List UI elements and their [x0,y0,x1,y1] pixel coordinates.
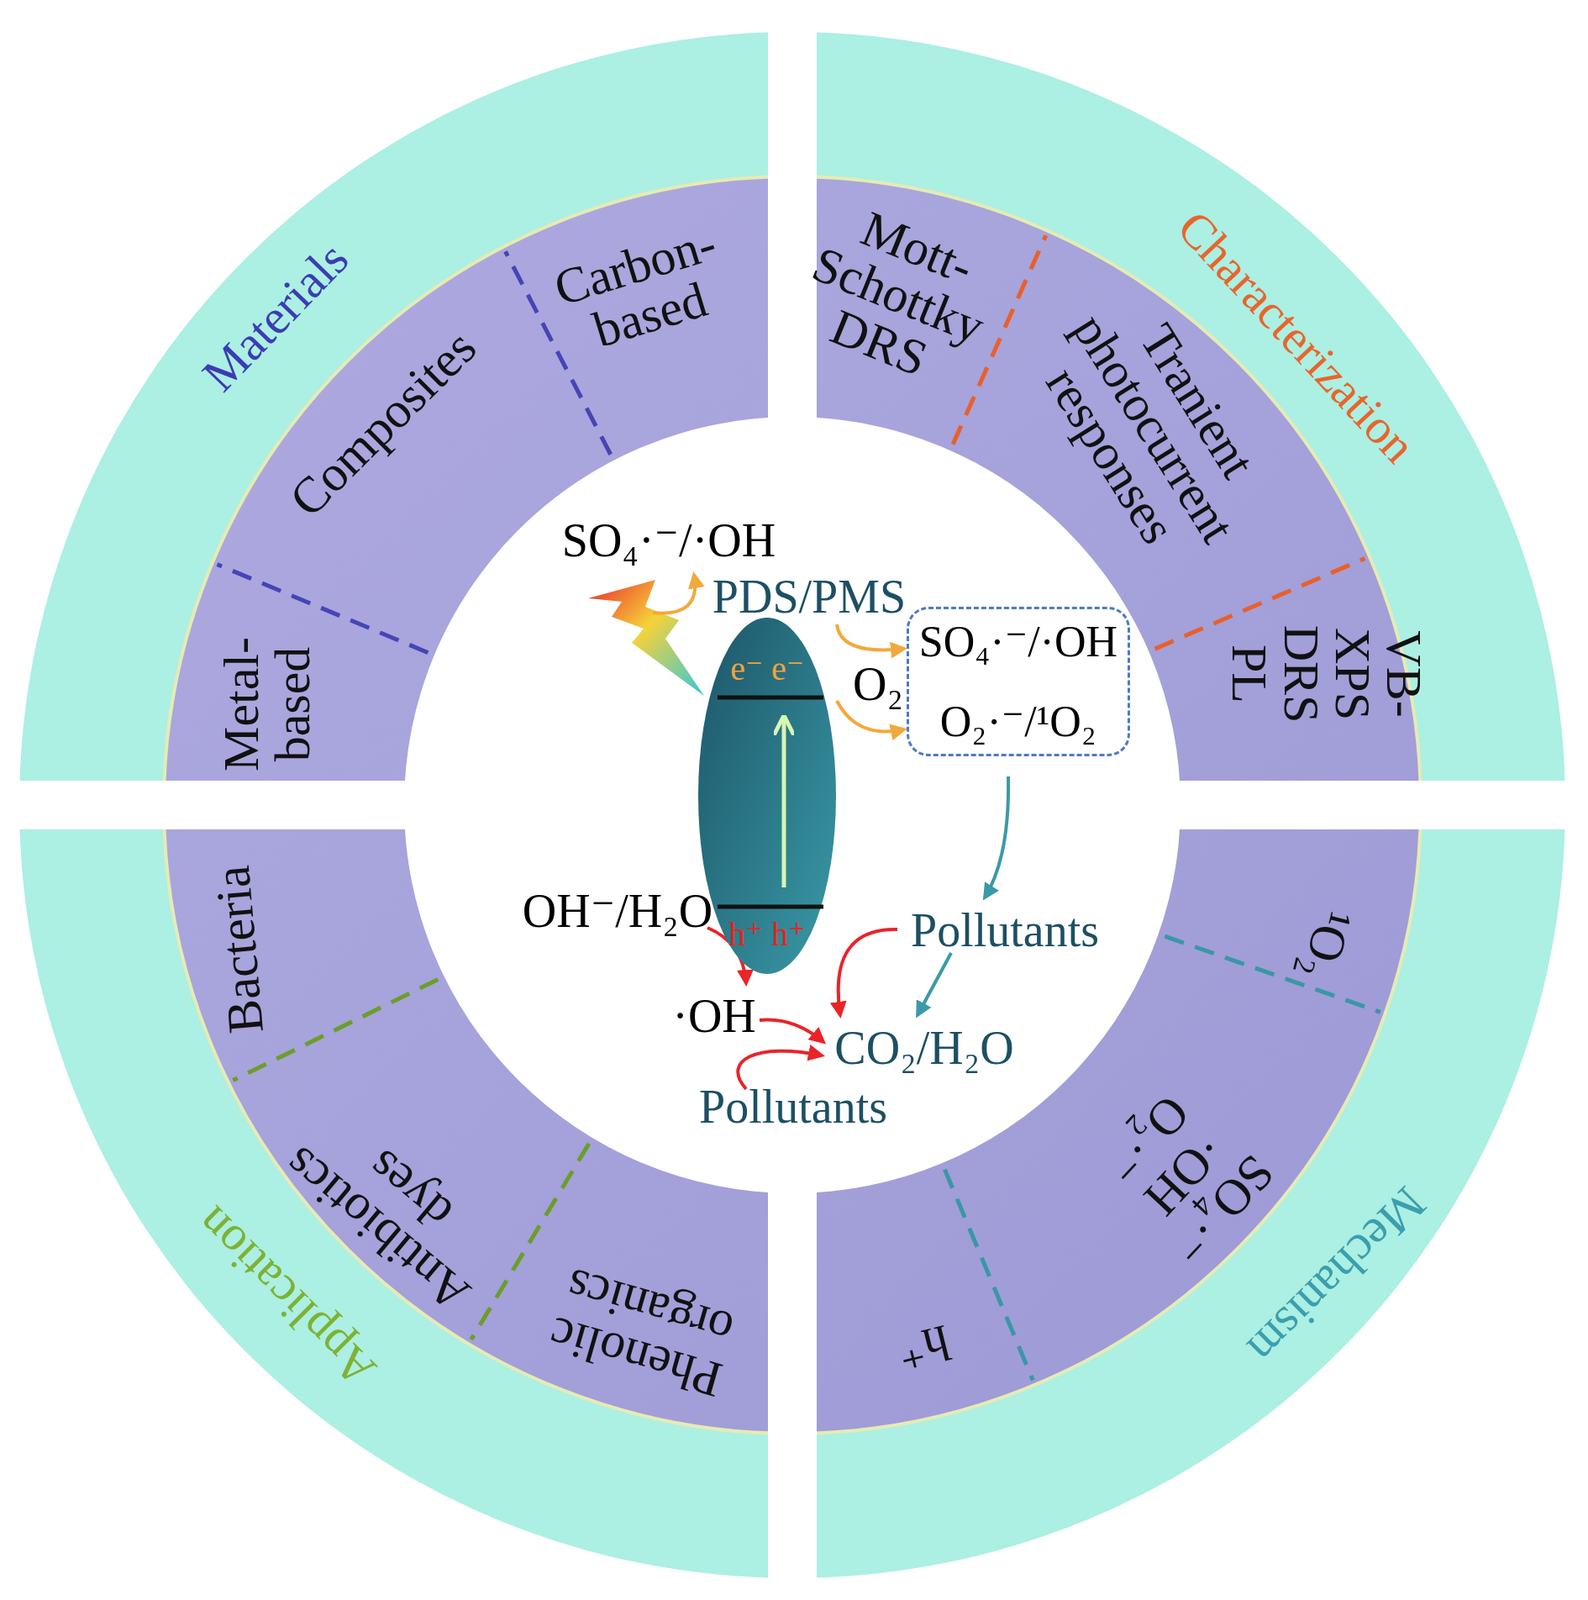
segment-text: Bacteria [206,863,273,1036]
species-label: OH⁻/H₂O [522,885,713,938]
species-text: SO₄·⁻/·OH [919,617,1118,666]
hole-label: h⁺ h⁺ [728,917,806,952]
ring-segment: SO₄·⁻ ·OH O₂·⁻ [1077,1067,1290,1279]
quadrant-label: Mechanism [1239,1177,1435,1373]
segment-text: Mott- Schottky DRS [786,190,1011,401]
segment-text: h⁺ [892,1315,956,1378]
species-text: O₂·⁻/¹O₂ [940,697,1097,746]
ring-segment: Composites [273,314,494,534]
quadrant-band: Materials Carbon- basedCompositesMetal- b… [0,0,768,781]
species-label: PDS/PMS [712,571,906,624]
ring-segment: Carbon- based [542,210,744,370]
ring-segment: Bacteria [200,857,278,1041]
segment-text: Tranient photocurrent responses [1020,278,1288,579]
segment-divider [944,1169,1033,1381]
quadrant-label: Materials [194,233,358,400]
segment-text: ¹O₂ [1293,904,1360,985]
segment-text: SO₄·⁻ ·OH O₂·⁻ [1084,1075,1284,1273]
species-label: SO₄·⁻/·OH [562,515,776,568]
segment-text: Carbon- based [548,217,737,365]
segment-text: Composites [280,320,486,526]
species-label: Pollutants [910,904,1099,958]
segment-text: Metal- based [215,636,319,772]
species-label: CO₂/H₂O [834,1022,1014,1075]
species-box: SO₄·⁻/·OH O₂·⁻/¹O₂ [906,606,1131,757]
segment-text: Phenolic organics [543,1257,742,1406]
ring-segment: h⁺ [885,1309,961,1385]
species-label: ·OH [672,990,757,1043]
ring-segment: Phenolic organics [537,1251,748,1412]
ring-segment: Metal- based [210,631,324,777]
species-label: Pollutants [699,1081,888,1134]
segment-text: VB-XPS DRS PL [1224,625,1431,724]
ring-segment: VB-XPS DRS PL [1219,620,1436,729]
quadrant-band: ApplicationBacteriaAntibiotics dyesPheno… [0,829,768,1600]
electron-label: e⁻ e⁻ [730,652,805,686]
catalyst-ellipse: e⁻ e⁻ h⁺ h⁺ [697,616,837,975]
species-label: O₂ [852,658,904,711]
ring-segment: ¹O₂ [1287,898,1367,990]
